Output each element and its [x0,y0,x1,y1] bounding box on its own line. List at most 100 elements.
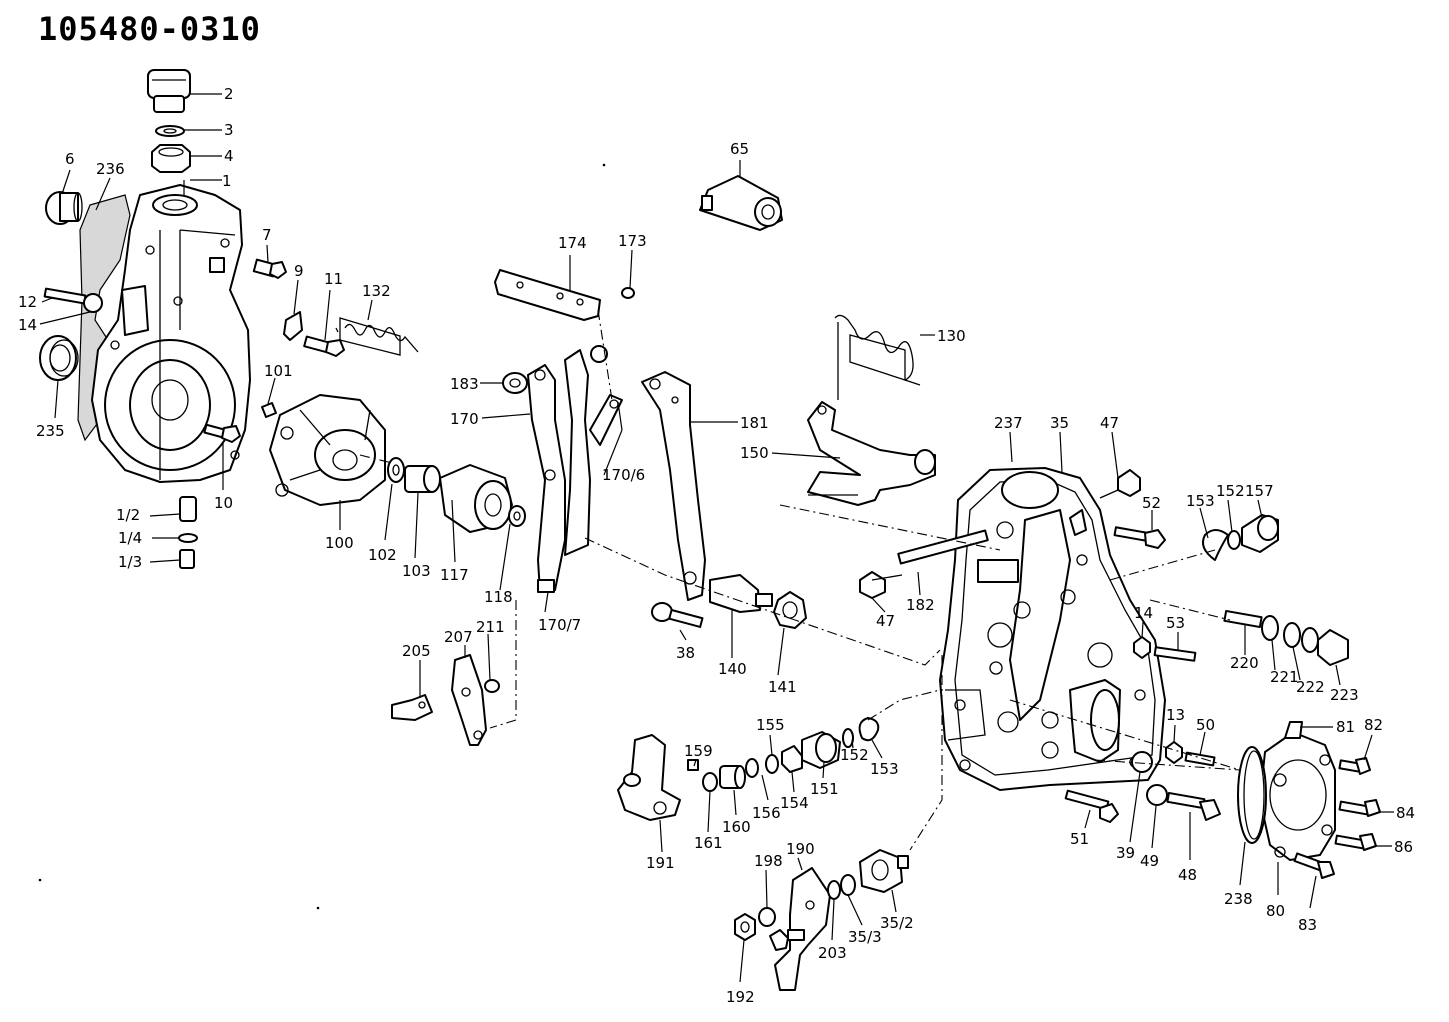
sleeve-65 [699,175,783,231]
washers-203 [827,874,856,900]
label-151: 151 [810,780,839,798]
adjuster-140 [709,574,773,613]
screw-10 [203,423,241,443]
label-170-6: 170/6 [602,466,645,484]
label-100: 100 [325,534,354,552]
label-80: 80 [1266,902,1285,920]
label-14-right: 14 [1134,604,1153,622]
stud-53 [1153,646,1197,662]
nut-141 [773,591,807,629]
hex-nut-4 [151,144,191,173]
label-101: 101 [264,362,293,380]
label-152-top: 152 [1216,482,1245,500]
bolt-51 [1064,789,1119,823]
lever-181 [641,371,706,601]
label-11: 11 [324,270,343,288]
label-222: 222 [1296,678,1325,696]
label-53: 53 [1166,614,1185,632]
label-1-2: 1/2 [116,506,140,524]
lever-170 [527,345,623,593]
bearing-117 [439,464,513,533]
nut-35-2 [859,849,909,893]
label-157: 157 [1245,482,1274,500]
label-2: 2 [224,85,234,103]
label-182: 182 [906,596,935,614]
oring-238 [1237,746,1267,844]
label-155: 155 [756,716,785,734]
oil-seal-235 [39,335,79,381]
screw-83 [1293,852,1335,879]
washer-39 [1131,751,1153,773]
bolt-48 [1166,791,1221,821]
washer-102 [387,457,405,483]
label-4: 4 [224,147,234,165]
cap-plug [147,69,191,113]
washer-3 [155,125,185,137]
label-235: 235 [36,422,65,440]
lever-150 [807,401,936,506]
label-203: 203 [818,944,847,962]
screw-50 [1184,751,1216,767]
label-81: 81 [1336,718,1355,736]
bolt-47-left [859,571,903,599]
screw-82 [1338,757,1371,775]
label-173: 173 [618,232,647,250]
label-117: 117 [440,566,469,584]
label-39: 39 [1116,844,1135,862]
label-14: 14 [18,316,37,334]
label-9: 9 [294,262,304,280]
label-156: 156 [752,804,781,822]
screw-84 [1338,799,1381,817]
label-140: 140 [718,660,747,678]
label-150: 150 [740,444,769,462]
label-159: 159 [684,742,713,760]
label-49: 49 [1140,852,1159,870]
plug-157 [1241,514,1279,553]
governor-housing [77,184,251,483]
label-83: 83 [1298,916,1317,934]
label-102: 102 [368,546,397,564]
label-220: 220 [1230,654,1259,672]
pump-body-237 [939,467,1166,791]
label-35-3: 35/3 [848,928,882,946]
label-35-2: 35/2 [880,914,914,932]
label-1: 1 [222,172,232,190]
label-84: 84 [1396,804,1415,822]
label-50: 50 [1196,716,1215,734]
label-153-top: 153 [1186,492,1215,510]
label-181: 181 [740,414,769,432]
valve-1-2 [178,496,198,569]
label-13: 13 [1166,706,1185,724]
label-51: 51 [1070,830,1089,848]
label-221: 221 [1270,668,1299,686]
label-35: 35 [1050,414,1069,432]
oring-152-top [1227,530,1241,550]
label-207: 207 [444,628,473,646]
label-238: 238 [1224,890,1253,908]
nut-14-right [1133,636,1151,659]
spring-130 [834,314,921,400]
adjusting-screw-220 [1223,609,1263,629]
drawing-number: 105480-0310 [38,10,261,48]
label-154: 154 [780,794,809,812]
label-48: 48 [1178,866,1197,884]
nut-192 [734,913,756,941]
label-10: 10 [214,494,233,512]
label-183: 183 [450,375,479,393]
label-1-3: 1/3 [118,553,142,571]
key-101 [261,402,277,418]
oring-152-bottom [842,728,854,748]
label-141: 141 [768,678,797,696]
label-130: 130 [937,327,966,345]
label-237: 237 [994,414,1023,432]
label-153-bottom: 153 [870,760,899,778]
label-161: 161 [694,834,723,852]
label-47-top: 47 [1100,414,1119,432]
washer-198 [758,907,776,927]
label-86: 86 [1394,838,1413,856]
lever-191 [617,734,681,821]
label-3: 3 [224,121,234,139]
screw-86 [1334,833,1377,851]
label-118: 118 [484,588,513,606]
cover-80 [1259,721,1336,861]
